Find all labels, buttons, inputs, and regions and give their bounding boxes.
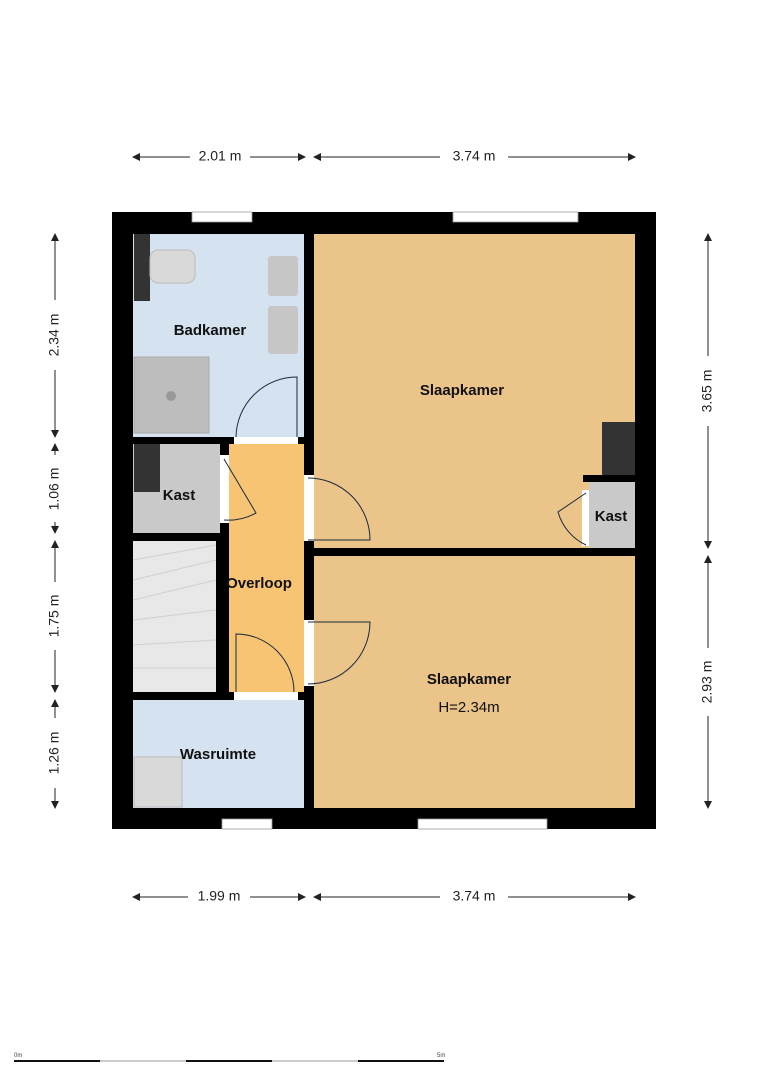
- dimension-left-1: 2.34 m: [46, 233, 62, 438]
- dimension-label: 3.65 m: [699, 370, 715, 413]
- room-label-overloop: Overloop: [226, 575, 292, 592]
- room-label-slaapkamer-bottom: Slaapkamer: [427, 671, 511, 688]
- dimension-right-2: 2.93 m: [699, 555, 715, 809]
- storage-shelf: [134, 444, 160, 492]
- door-opening-kast-right: [582, 490, 589, 546]
- dimension-bottom-2: 3.74 m: [313, 888, 636, 904]
- room-label-badkamer: Badkamer: [174, 322, 247, 339]
- door-opening-badkamer: [234, 437, 298, 444]
- room-stairs: [133, 541, 216, 692]
- dimension-left-4: 1.26 m: [46, 699, 62, 809]
- scale-start-label: 0m: [14, 1053, 22, 1059]
- door-badkamer[interactable]: [235, 376, 298, 438]
- door-kast-left[interactable]: [223, 458, 257, 521]
- room-height-note: H=2.34m: [438, 699, 499, 716]
- windows: [191, 211, 579, 830]
- toilet-icon: [149, 249, 196, 284]
- dimension-label: 1.99 m: [198, 888, 241, 904]
- washing-machine-icon: [133, 756, 183, 808]
- dimension-left-3: 1.75 m: [46, 540, 62, 693]
- sink-icon: [268, 306, 298, 354]
- dimension-label: 2.34 m: [46, 314, 62, 357]
- door-kast-right[interactable]: [557, 492, 587, 546]
- dimension-top-2: 3.74 m: [313, 148, 636, 164]
- dimension-label: 3.74 m: [453, 148, 496, 164]
- wall-block-kast-right: [583, 475, 635, 482]
- dimension-top-1: 2.01 m: [132, 148, 306, 164]
- room-label-wasruimte: Wasruimte: [180, 746, 256, 763]
- wall-cabinet: [134, 234, 150, 301]
- chimney-block: [602, 422, 635, 475]
- door-opening-slaapkamer-bottom: [304, 620, 314, 686]
- dimension-label: 2.93 m: [699, 661, 715, 704]
- window: [417, 818, 548, 830]
- stairs-icon: [132, 544, 217, 669]
- room-overloop: [229, 444, 304, 692]
- room-slaapkamer-bottom: [314, 556, 635, 808]
- dimension-label: 1.75 m: [46, 595, 62, 638]
- door-opening-kast: [220, 455, 229, 523]
- room-kast-right: [589, 482, 635, 548]
- scale-end-label: 5m: [437, 1053, 445, 1059]
- window: [221, 818, 273, 830]
- door-opening-wasruimte: [234, 692, 298, 700]
- room-label-slaapkamer-top: Slaapkamer: [420, 382, 504, 399]
- dimension-label: 2.01 m: [199, 148, 242, 164]
- door-slaapkamer-top[interactable]: [307, 477, 371, 541]
- room-label-kast-right: Kast: [595, 508, 628, 525]
- window: [452, 211, 579, 223]
- dimension-label: 1.26 m: [46, 732, 62, 775]
- dimension-right-1: 3.65 m: [699, 233, 715, 549]
- scale-bar: 0m 5m: [14, 1053, 445, 1062]
- door-slaapkamer-bottom[interactable]: [307, 621, 371, 685]
- sink-icon: [268, 256, 298, 296]
- dimension-label: 1.06 m: [46, 468, 62, 511]
- dimension-bottom-1: 1.99 m: [132, 888, 306, 904]
- dimension-label: 3.74 m: [453, 888, 496, 904]
- shower-drain-icon: [166, 391, 176, 401]
- dimension-left-2: 1.06 m: [46, 443, 62, 534]
- room-label-kast-left: Kast: [163, 487, 196, 504]
- window: [191, 211, 253, 223]
- door-opening-slaapkamer-top: [304, 475, 314, 541]
- door-wasruimte[interactable]: [235, 633, 295, 693]
